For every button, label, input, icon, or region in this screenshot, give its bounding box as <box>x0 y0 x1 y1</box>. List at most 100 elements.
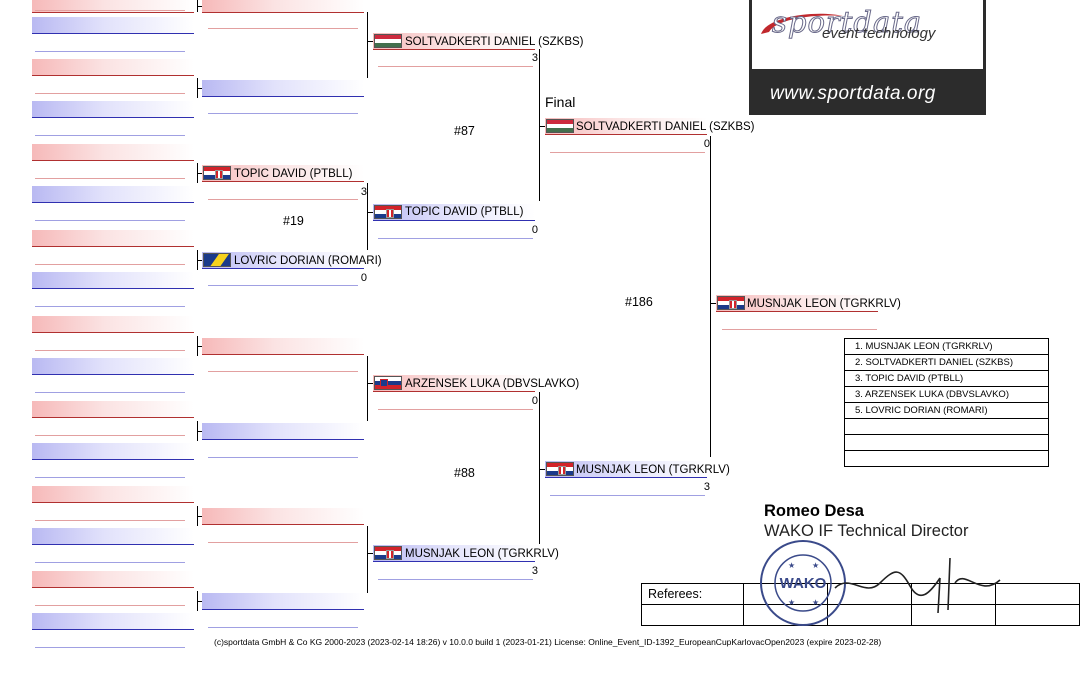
swoosh-icon <box>761 13 843 34</box>
connector-line <box>197 346 202 347</box>
bracket-slot-blue <box>32 186 194 203</box>
competitor-name: MUSNJAK LEON (TGRKRLV) <box>576 464 730 476</box>
bracket-slot-blue <box>32 613 194 630</box>
slot-underline <box>378 66 533 67</box>
director-name: Romeo Desa <box>764 502 864 520</box>
signature-icon <box>834 557 1001 614</box>
competitor-score: 3 <box>531 565 538 577</box>
slot-underline <box>35 220 185 221</box>
connector-line <box>197 431 202 432</box>
svg-text:★: ★ <box>788 561 795 570</box>
competitor-name: SOLTVADKERTI DANIEL (SZKBS) <box>576 121 755 133</box>
competitor-score: 0 <box>531 395 538 407</box>
standing-cell <box>844 418 1049 435</box>
connector-line <box>197 6 202 7</box>
bracket-slot-blue <box>202 80 364 97</box>
slot-underline <box>35 51 185 52</box>
competitor-score: 0 <box>703 138 710 150</box>
slot-underline <box>35 135 185 136</box>
match-number: #19 <box>283 214 304 228</box>
competitor-name: LOVRIC DORIAN (ROMARI) <box>234 255 382 267</box>
slot-underline <box>550 495 705 496</box>
connector-line <box>539 126 545 127</box>
bracket-slot-blue <box>202 252 364 269</box>
copyright-footer: (c)sportdata GmbH & Co KG 2000-2023 (202… <box>214 637 882 647</box>
competitor-name: SOLTVADKERTI DANIEL (SZKBS) <box>405 36 584 48</box>
slot-underline <box>378 238 533 239</box>
bosnia-flag-icon <box>203 253 231 267</box>
bracket-slot-red <box>32 230 194 247</box>
standing-cell: 1. MUSNJAK LEON (TGRKRLV) <box>844 338 1049 355</box>
slovenia-flag-icon <box>374 376 402 390</box>
slot-underline <box>208 371 358 372</box>
competitor-score: 0 <box>360 272 367 284</box>
slot-underline <box>35 647 185 648</box>
slot-underline <box>208 113 358 114</box>
standing-cell: 2. SOLTVADKERTI DANIEL (SZKBS) <box>844 354 1049 371</box>
bracket-slot-red <box>373 33 535 50</box>
slot-underline <box>208 285 358 286</box>
competitor-score: 3 <box>360 186 367 198</box>
slot-underline <box>378 409 533 410</box>
slot-underline <box>35 562 185 563</box>
connector-line <box>197 516 202 517</box>
standing-row <box>844 434 1049 451</box>
bracket-slot-red <box>202 165 364 182</box>
final-label: Final <box>545 94 576 110</box>
bracket-slot-blue <box>32 101 194 118</box>
bracket-slot-blue <box>32 443 194 460</box>
slot-underline <box>35 477 185 478</box>
referee-cell <box>994 604 1080 626</box>
slot-underline <box>35 306 185 307</box>
competitor-score: 0 <box>531 224 538 236</box>
slot-underline <box>208 627 358 628</box>
connector-line <box>539 469 545 470</box>
bracket-slot-blue <box>32 528 194 545</box>
standing-cell: 3. TOPIC DAVID (PTBLL) <box>844 370 1049 387</box>
slot-underline <box>35 178 185 179</box>
competitor-name: TOPIC DAVID (PTBLL) <box>234 168 353 180</box>
brand-url: www.sportdata.org <box>770 83 936 104</box>
standing-cell: 3. ARZENSEK LUKA (DBVSLAVKO) <box>844 386 1049 403</box>
croatia-flag-icon <box>374 546 402 560</box>
competitor-name: ARZENSEK LUKA (DBVSLAVKO) <box>405 378 580 390</box>
competitor-score: 3 <box>531 52 538 64</box>
match-number: #87 <box>454 124 475 138</box>
croatia-flag-icon <box>203 166 231 180</box>
referees-label: Referees: <box>641 583 744 605</box>
hungary-flag-icon <box>546 119 574 133</box>
winner-name: MUSNJAK LEON (TGRKRLV) <box>747 298 901 310</box>
standing-cell <box>844 450 1049 467</box>
standing-row: 3. TOPIC DAVID (PTBLL) <box>844 370 1049 387</box>
standing-row: 3. ARZENSEK LUKA (DBVSLAVKO) <box>844 386 1049 403</box>
connector-line <box>710 303 716 304</box>
slot-underline <box>35 264 185 265</box>
connector-line <box>367 526 368 593</box>
referee-cell <box>641 604 744 626</box>
director-role: WAKO IF Technical Director <box>764 522 969 540</box>
standing-row <box>844 450 1049 467</box>
connector-line <box>197 173 202 174</box>
slot-underline <box>35 10 185 11</box>
slot-underline <box>35 435 185 436</box>
bracket-slot-red <box>32 401 194 418</box>
bracket-slot-red <box>32 0 194 13</box>
connector-line <box>197 88 202 89</box>
bracket-slot-blue <box>373 204 535 221</box>
referees-row: Referees: <box>641 583 1080 605</box>
slot-underline <box>35 93 185 94</box>
slot-underline <box>208 542 358 543</box>
bracket-slot-blue <box>32 272 194 289</box>
standing-row: 2. SOLTVADKERTI DANIEL (SZKBS) <box>844 354 1049 371</box>
standing-cell <box>844 434 1049 451</box>
match-number: #88 <box>454 466 475 480</box>
bracket-slot-red <box>202 508 364 525</box>
connector-line <box>367 356 368 421</box>
final-standings-table: 1. MUSNJAK LEON (TGRKRLV) 2. SOLTVADKERT… <box>844 338 1049 467</box>
slot-underline <box>35 350 185 351</box>
slot-underline <box>35 520 185 521</box>
connector-line <box>367 212 373 213</box>
connector-line <box>539 392 540 544</box>
connector-line <box>367 12 368 78</box>
slot-underline <box>208 457 358 458</box>
